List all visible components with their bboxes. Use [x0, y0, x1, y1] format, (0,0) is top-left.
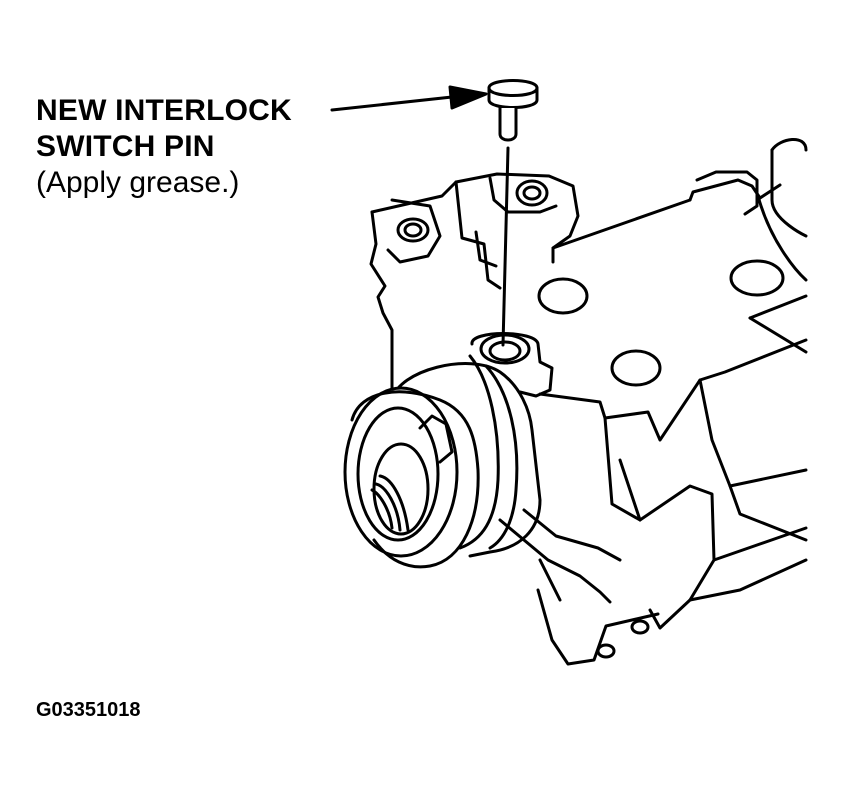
install-guide-line — [501, 146, 510, 347]
part-name-line2: SWITCH PIN — [36, 130, 215, 163]
leader-arrow — [330, 85, 488, 112]
interlock-switch-pin — [487, 79, 539, 142]
key-cylinder — [343, 354, 542, 569]
steering-lock-housing — [343, 138, 808, 666]
part-callout: NEW INTERLOCK SWITCH PIN (Apply grease.) — [36, 93, 292, 201]
instruction-note: (Apply grease.) — [36, 166, 240, 199]
figure-id: G03351018 — [36, 699, 141, 721]
part-name-line1: NEW INTERLOCK — [36, 94, 292, 127]
